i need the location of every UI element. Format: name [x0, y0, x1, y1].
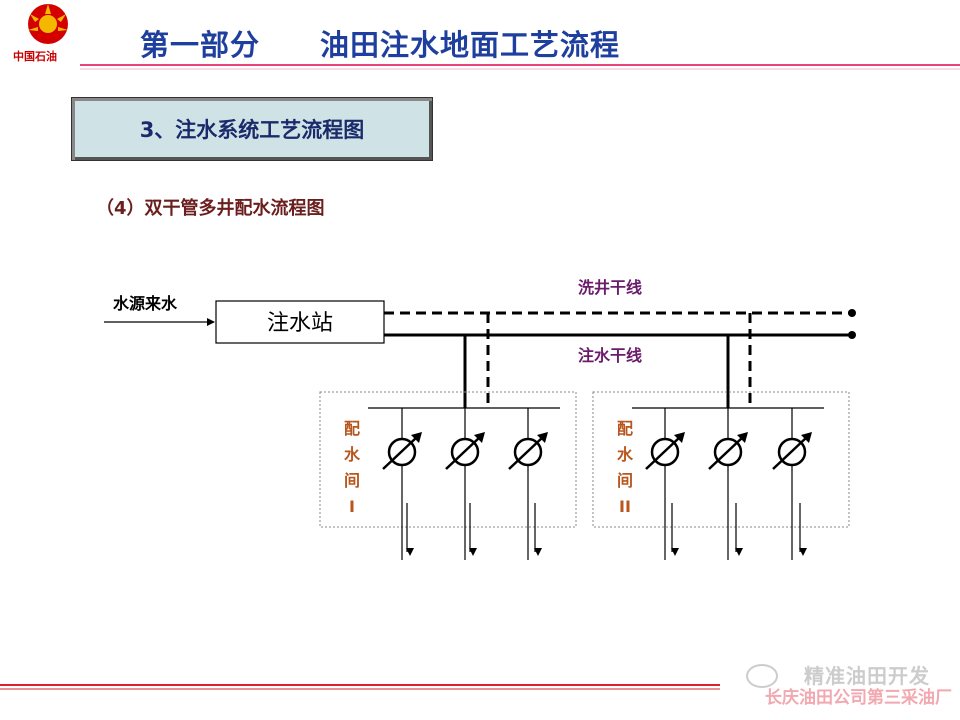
room1-label-char: 配	[344, 419, 360, 438]
logo-text: 中国石油	[13, 50, 57, 63]
injection-line-end	[848, 331, 856, 339]
footer-company: 长庆油田公司第三采油厂	[765, 688, 952, 708]
footer-brand: 精准油田开发	[804, 664, 930, 688]
room2-label-char: 配	[617, 419, 633, 438]
injection-station-box	[215, 300, 385, 344]
distribution-room-2	[592, 391, 850, 528]
flow-meter-icon	[708, 432, 748, 470]
room1-label-char: I	[349, 497, 355, 516]
wechat-icon	[746, 664, 778, 688]
room2-wells	[664, 408, 793, 560]
section-title-box: 3、注水系统工艺流程图	[71, 97, 433, 161]
flow-meters	[382, 432, 812, 470]
room2-flow-arrows	[671, 503, 807, 556]
room1-flow-arrows	[406, 503, 542, 556]
injection-line-label: 注水干线	[578, 346, 642, 365]
section-title: 3、注水系统工艺流程图	[139, 118, 365, 142]
distribution-room-1	[319, 391, 577, 528]
flow-meter-icon	[382, 432, 422, 470]
diagram-subtitle: （4）双干管多井配水流程图	[96, 198, 325, 219]
flow-meter-icon	[445, 432, 485, 470]
injection-station-label: 注水站	[267, 311, 333, 336]
room2-label: 配 水 间 II	[617, 419, 634, 516]
room1-label-char: 水	[344, 445, 361, 464]
wash-line-label: 洗井干线	[578, 278, 642, 297]
room1-wells	[401, 408, 529, 560]
room1-label: 配 水 间 I	[344, 419, 361, 516]
petrochina-logo	[28, 4, 68, 44]
wash-line-end	[848, 309, 856, 317]
part-label: 第一部分	[140, 28, 261, 62]
flow-meter-icon	[508, 432, 548, 470]
flow-meter-icon	[772, 432, 812, 470]
title-label: 油田注水地面工艺流程	[320, 28, 621, 62]
room2-label-char: II	[619, 497, 631, 516]
room2-label-char: 间	[617, 471, 633, 490]
page-title: 第一部分 油田注水地面工艺流程	[140, 22, 620, 64]
footer-rule	[0, 684, 720, 690]
source-water-label: 水源来水	[113, 294, 178, 313]
room1-label-char: 间	[344, 471, 360, 490]
flow-meter-icon	[645, 432, 685, 470]
room2-label-char: 水	[617, 445, 634, 464]
header-rule	[80, 64, 960, 70]
